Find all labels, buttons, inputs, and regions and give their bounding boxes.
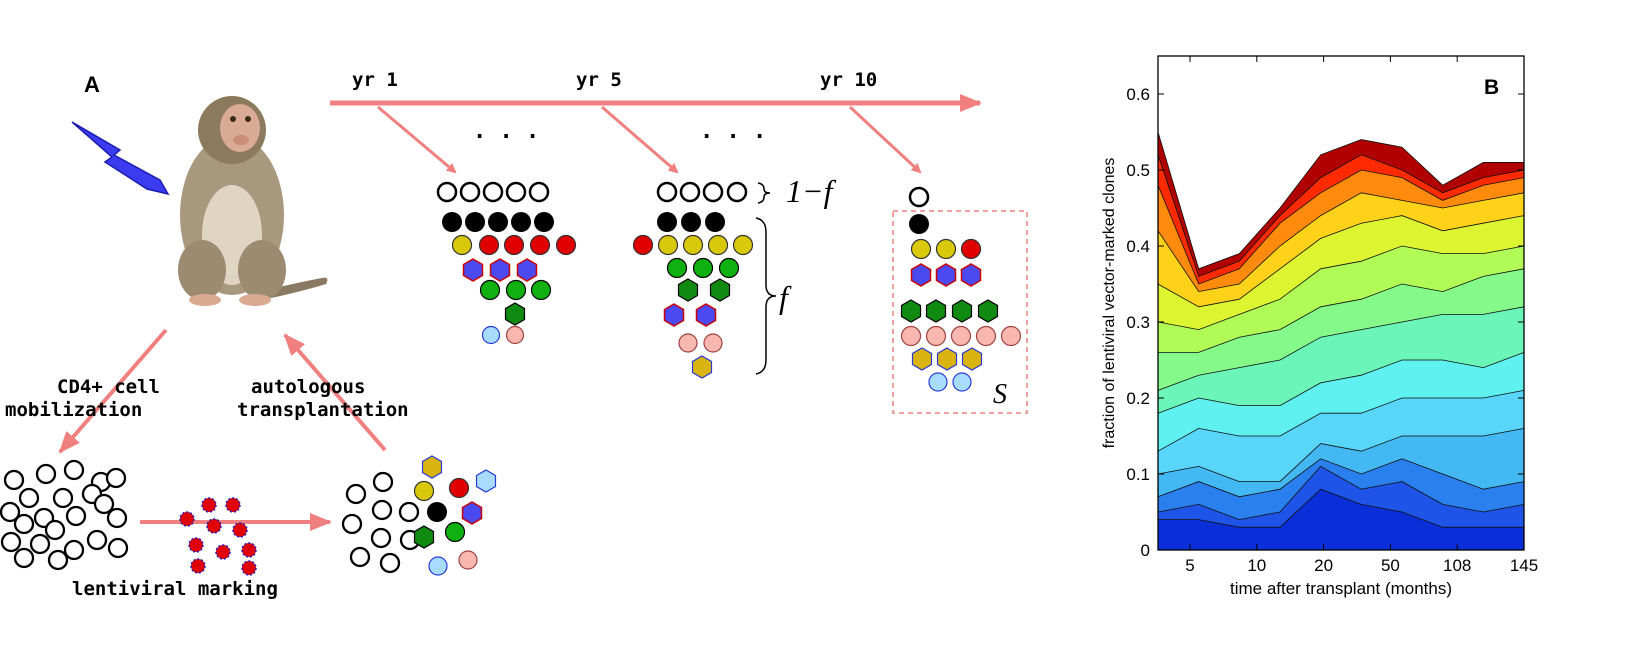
sample-arrow-yr1 [377, 105, 457, 174]
transplant-label-line2: transplantation [237, 399, 409, 421]
y-axis-label: fraction of lentiviral vector-marked clo… [1101, 158, 1118, 449]
x-tick-label: 20 [1314, 556, 1333, 575]
x-tick-label: 108 [1443, 556, 1471, 575]
y-tick-label: 0.1 [1126, 465, 1150, 484]
mobilization-label-line1: CD4+ cell [57, 376, 160, 398]
y-tick-label: 0.3 [1126, 313, 1150, 332]
timeline-yr1-label: yr 1 [352, 69, 398, 91]
area-boundary-8 [1158, 268, 1525, 353]
x-tick-label: 145 [1510, 556, 1538, 575]
lentivirus-particle-group [179, 497, 257, 576]
marked-cell-mix [341, 455, 497, 576]
timeline-yr5-label: yr 5 [576, 69, 622, 91]
timeline-ellipsis-2: . . . [700, 119, 766, 144]
y-tick-label: 0.4 [1126, 237, 1150, 256]
area-layer-14 [1158, 132, 1524, 277]
area-boundary-7 [1157, 306, 1525, 391]
x-axis-ticks: 5 10 20 50 108 145 [1185, 56, 1538, 575]
y-tick-label: 0.2 [1126, 389, 1150, 408]
transplant-cycle: CD4+ cell mobilization autologous transp… [5, 328, 409, 600]
area-layer-9 [1158, 246, 1524, 353]
one-minus-f-label: 1−f [786, 173, 837, 209]
x-tick-label: 50 [1381, 556, 1400, 575]
plot-frame [1157, 55, 1525, 551]
y-axis-ticks: 0 0.1 0.2 0.3 0.4 0.5 0.6 [1126, 85, 1524, 560]
irradiation-lightning-icon [71, 121, 170, 196]
transplant-arrow [283, 333, 387, 452]
panel-a: A yr 1 yr 5 yr 10 . . . . . . [0, 69, 1028, 600]
timeline-yr10-label: yr 10 [820, 69, 877, 91]
area-layer-8 [1158, 268, 1524, 391]
area-boundary-14 [1157, 131, 1524, 270]
mobilization-label-line2: mobilization [5, 399, 142, 421]
area-layer-12 [1158, 170, 1524, 292]
clone-pyramid-yr5: 1−f f [632, 173, 837, 379]
x-tick-label: 10 [1247, 556, 1266, 575]
area-boundary-10 [1157, 215, 1525, 308]
area-boundary-3 [1157, 458, 1525, 498]
area-boundary-4 [1157, 428, 1525, 482]
f-label: f [779, 279, 792, 315]
timeline: yr 1 yr 5 yr 10 . . . . . . [330, 69, 982, 174]
area-layer-10 [1158, 215, 1524, 330]
panel-b-chart: 0 0.1 0.2 0.3 0.4 0.5 0.6 5 10 20 50 108 145 B time… [1101, 55, 1538, 598]
area-layer-7 [1158, 306, 1524, 414]
area-boundary-9 [1157, 245, 1525, 331]
area-layer-1 [1158, 489, 1524, 550]
panel-b-label: B [1484, 76, 1499, 99]
area-layer-4 [1158, 428, 1524, 497]
sample-box [892, 210, 1028, 414]
x-tick-label: 5 [1185, 556, 1194, 575]
area-boundary-1 [1158, 488, 1524, 528]
area-layer-3 [1158, 458, 1524, 520]
timeline-ellipsis-1: . . . [473, 119, 539, 144]
transplant-label-line1: autologous [251, 376, 365, 398]
area-layer-5 [1158, 390, 1524, 482]
y-tick-label: 0.5 [1126, 161, 1150, 180]
s-label: S [993, 379, 1007, 410]
area-boundary-13 [1157, 154, 1525, 277]
brace-one-minus-f [757, 182, 771, 204]
area-boundary-12 [1157, 169, 1525, 285]
brace-f [755, 217, 777, 375]
sample-arrow-yr10 [848, 105, 922, 174]
panel-a-label: A [84, 72, 100, 97]
marking-label: lentiviral marking [72, 578, 278, 600]
sample-arrow-yr5 [601, 105, 679, 174]
x-axis-label: time after transplant (months) [1230, 579, 1452, 598]
clone-sample-yr10: S [892, 186, 1028, 414]
monkey-icon [178, 96, 328, 306]
y-tick-label: 0 [1141, 541, 1150, 560]
mobilization-arrow [58, 328, 168, 454]
area-boundary-6 [1157, 352, 1525, 414]
area-layer-6 [1158, 352, 1524, 452]
area-boundary-5 [1157, 390, 1525, 452]
y-tick-label: 0.6 [1126, 85, 1150, 104]
area-boundary-2 [1157, 465, 1525, 521]
area-layer-11 [1158, 192, 1524, 307]
clone-pyramid-yr1 [436, 181, 577, 345]
unmarked-cell-cluster [0, 459, 129, 571]
area-boundary-11 [1157, 192, 1525, 293]
area-boundary-lines [1157, 131, 1525, 528]
